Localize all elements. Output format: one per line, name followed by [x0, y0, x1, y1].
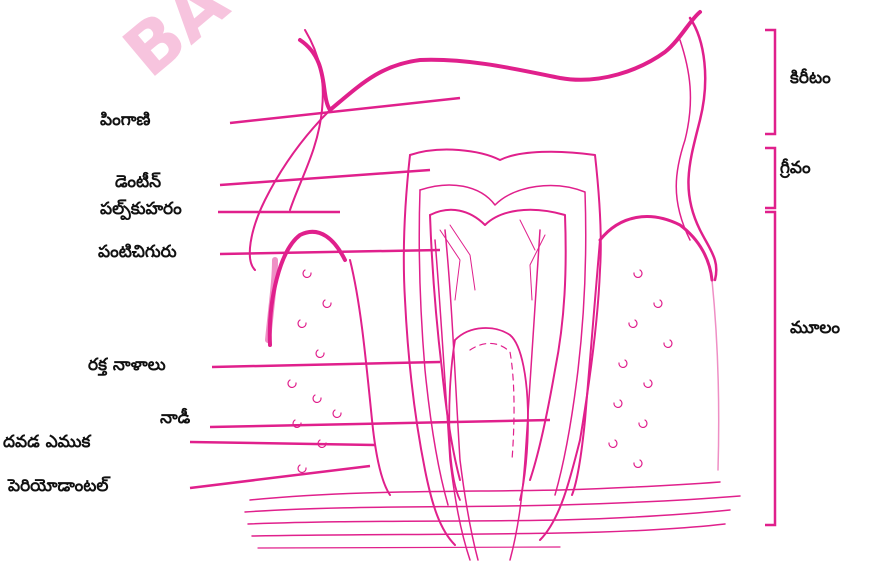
- label-gum: పంటిచిగురు: [98, 242, 177, 266]
- watermark-text: BA: [108, 0, 243, 93]
- region-neck: గ్రీవం: [780, 158, 811, 182]
- region-root: మూలం: [790, 318, 840, 342]
- label-periodontal: పెరియోడాంటల్: [8, 476, 108, 500]
- label-dentine: డెంటీన్: [115, 172, 161, 196]
- leader-lines: [190, 98, 550, 488]
- label-nerve: నాడీ: [160, 408, 190, 432]
- label-jaw-bone: దవడ ఎముక: [3, 432, 90, 456]
- crown-top-outline: [300, 12, 700, 110]
- region-brackets: [765, 30, 775, 525]
- region-crown: కిరీటం: [790, 68, 831, 92]
- label-blood-vessels: రక్త నాళాలు: [88, 355, 166, 379]
- label-pulp-cavity: పల్ప్‌కుహరం: [100, 199, 182, 223]
- label-enamel: పింగాణి: [100, 110, 150, 134]
